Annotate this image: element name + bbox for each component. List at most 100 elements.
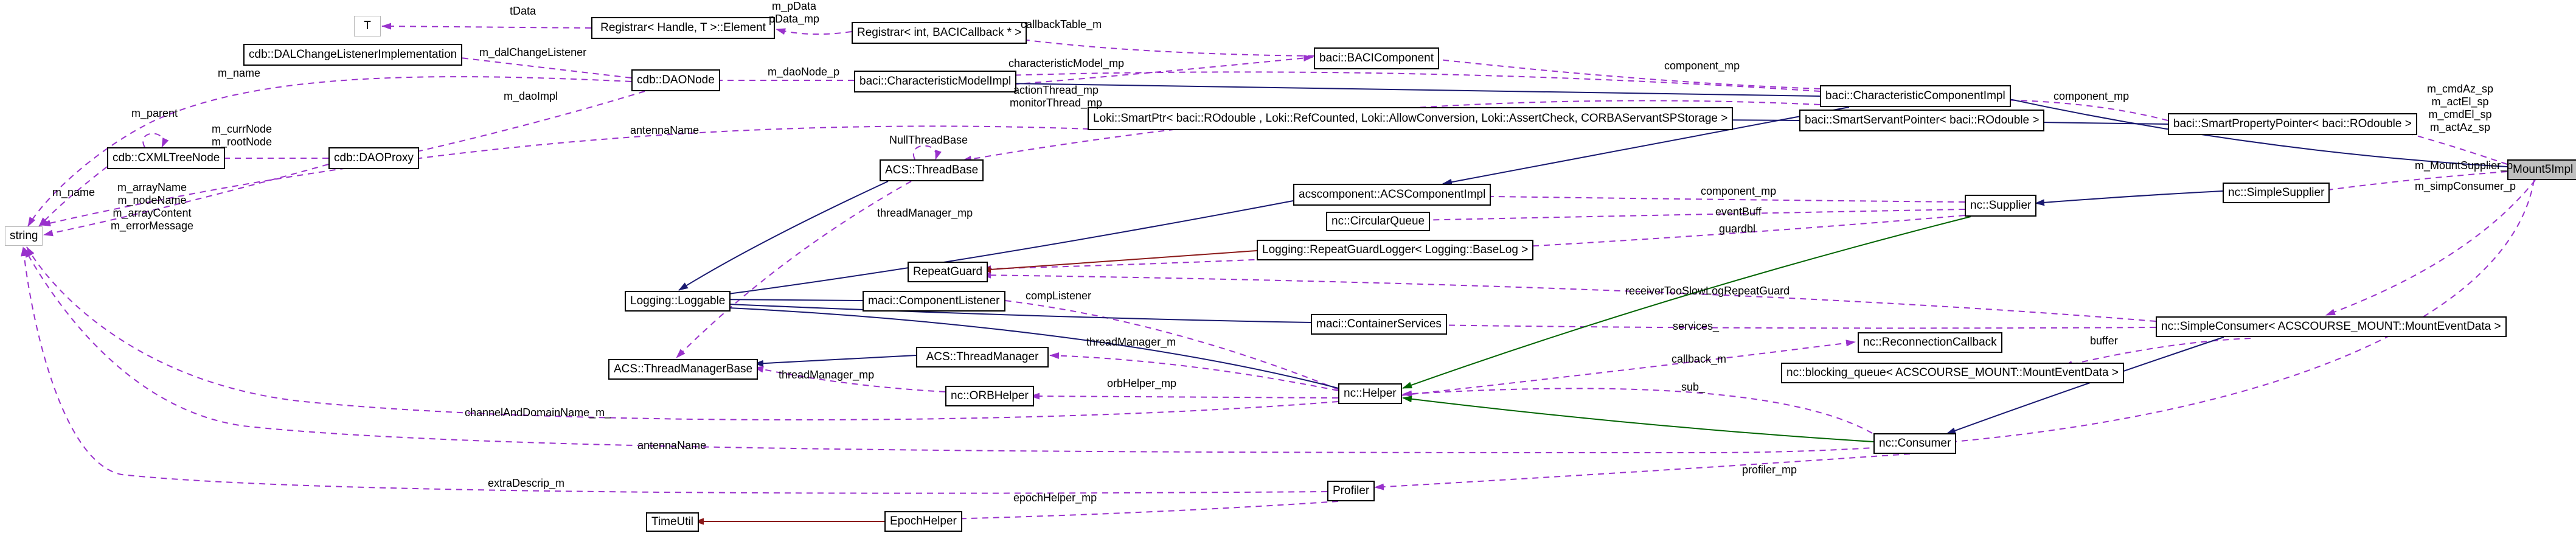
class-node-component-listener[interactable]: maci::ComponentListener xyxy=(863,291,1005,312)
edge-helper-to-loggable xyxy=(715,304,1339,389)
class-node-consumer[interactable]: nc::Consumer xyxy=(1873,433,1957,454)
edge-dao-node-to-string xyxy=(27,76,632,227)
class-node-label: baci::CharacteristicModelImpl xyxy=(859,75,1012,88)
edge-mount5impl-to-char-comp xyxy=(1992,94,2508,167)
edge-consumer-to-helper xyxy=(1402,388,1873,434)
edge-mount5impl-to-simple-consumer xyxy=(2325,179,2536,316)
edge-label-extraDescrip_m: extraDescrip_m xyxy=(488,477,565,489)
edge-label-receiverTooSlowLogRepeatGuard: receiverTooSlowLogRepeatGuard xyxy=(1625,285,1790,297)
class-node-loggable[interactable]: Logging::Loggable xyxy=(625,291,731,312)
class-node-blocking-queue[interactable]: nc::blocking_queue< ACSCOURSE_MOUNT::Mou… xyxy=(1781,363,2124,383)
class-node-smart-servant[interactable]: baci::SmartServantPointer< baci::ROdoubl… xyxy=(1799,110,2045,131)
class-node-string[interactable]: string xyxy=(5,226,43,246)
edge-helper-to-string xyxy=(26,246,1339,420)
edge-mount5impl-to-string xyxy=(24,179,2535,454)
edge-repeat-guard-logger-to-repeat-guard xyxy=(981,250,1257,273)
edge-label-callback_m: callback_m xyxy=(1672,353,1727,365)
class-node-label: RepeatGuard xyxy=(913,265,983,278)
class-node-supplier[interactable]: nc::Supplier xyxy=(1965,195,2037,217)
class-node-orb-helper[interactable]: nc::ORBHelper xyxy=(945,386,1034,406)
class-node-label: baci::SmartServantPointer< baci::ROdoubl… xyxy=(1805,114,2040,127)
edge-label-m_daoImpl: m_daoImpl xyxy=(504,90,558,102)
edge-helper-to-component-listener xyxy=(984,296,1339,390)
edge-label-m_name: m_name xyxy=(52,186,95,198)
edge-label-antennaName: antennaName xyxy=(637,439,707,451)
class-node-thread-base[interactable]: ACS::ThreadBase xyxy=(880,159,984,181)
edge-simple-consumer-to-container-services xyxy=(1426,321,2156,329)
edge-label-m_dalChangeListener: m_dalChangeListener xyxy=(479,46,587,58)
edge-label-m_daoNode_p: m_daoNode_p xyxy=(768,66,840,78)
class-node-dal-change-listener[interactable]: cdb::DALChangeListenerImplementation xyxy=(243,44,463,66)
class-node-char-model[interactable]: baci::CharacteristicModelImpl xyxy=(854,71,1017,92)
class-node-label: nc::Supplier xyxy=(1970,199,2032,212)
class-node-epoch-helper[interactable]: EpochHelper xyxy=(884,511,962,532)
edge-label-guardbl: guardbl xyxy=(1719,223,1756,235)
class-node-repeat-guard-logger[interactable]: Logging::RepeatGuardLogger< Logging::Bas… xyxy=(1257,240,1534,260)
class-node-label: cdb::CXMLTreeNode xyxy=(113,152,220,164)
edge-thread-base-to-loggable xyxy=(678,181,889,291)
edge-label-m_simpConsumer_p: m_simpConsumer_p xyxy=(2415,180,2516,192)
edge-baci-component-to-registrar-int xyxy=(987,32,1314,57)
class-node-thread-manager-base[interactable]: ACS::ThreadManagerBase xyxy=(608,359,759,380)
class-node-mount5impl[interactable]: Mount5Impl xyxy=(2507,159,2576,180)
class-node-label: nc::Consumer xyxy=(1879,437,1951,450)
edge-profiler-to-epoch-helper xyxy=(946,501,1339,523)
class-node-cxml-tree-node[interactable]: cdb::CXMLTreeNode xyxy=(107,147,226,169)
class-node-smart-property[interactable]: baci::SmartPropertyPointer< baci::ROdoub… xyxy=(2168,113,2417,135)
edge-dao-node-to-dal-change-listener xyxy=(445,54,632,78)
edge-consumer-to-helper xyxy=(1402,395,1874,442)
class-node-label: ACS::ThreadBase xyxy=(885,164,979,176)
class-node-reconnection-callback[interactable]: nc::ReconnectionCallback xyxy=(1858,332,2002,353)
edge-helper-to-reconnection-callback xyxy=(1400,340,1856,396)
edge-registrar-element-to-t xyxy=(381,23,592,30)
class-node-label: maci::ContainerServices xyxy=(1316,318,1442,330)
edge-simple-consumer-to-consumer xyxy=(1946,336,2224,434)
edge-helper-to-orb-helper xyxy=(1030,392,1339,400)
class-node-acs-component-impl[interactable]: acscomponent::ACSComponentImpl xyxy=(1293,184,1491,206)
class-node-label: Logging::Loggable xyxy=(630,294,726,307)
class-node-t[interactable]: T xyxy=(354,16,381,37)
class-node-label: Registrar< Handle, T >::Element xyxy=(600,21,766,34)
edge-char-comp-to-char-model xyxy=(1003,80,1821,97)
edge-helper-to-thread-manager xyxy=(1049,352,1339,391)
class-node-label: baci::BACIComponent xyxy=(1319,52,1434,64)
edge-label-threadManager_m: threadManager_m xyxy=(1086,336,1176,348)
class-node-simple-consumer[interactable]: nc::SimpleConsumer< ACSCOURSE_MOUNT::Mou… xyxy=(2156,316,2507,337)
class-node-time-util[interactable]: TimeUtil xyxy=(646,512,699,532)
edge-label-component_mp: component_mp xyxy=(1701,185,1777,197)
class-node-registrar-int[interactable]: Registrar< int, BACICallback * > xyxy=(852,22,1027,44)
edge-label-eventBuff: eventBuff xyxy=(1715,206,1762,218)
edge-label-services_: services_ xyxy=(1673,320,1720,332)
class-node-loki-smartptr[interactable]: Loki::SmartPtr< baci::ROdouble , Loki::R… xyxy=(1088,107,1734,130)
class-node-helper[interactable]: nc::Helper xyxy=(1338,383,1402,404)
class-node-container-services[interactable]: maci::ContainerServices xyxy=(1311,314,1447,335)
edge-label-antennaName: antennaName xyxy=(630,124,700,136)
class-node-dao-proxy[interactable]: cdb::DAOProxy xyxy=(328,147,419,169)
class-node-repeat-guard[interactable]: RepeatGuard xyxy=(908,262,988,282)
edge-simple-consumer-to-repeat-guard xyxy=(981,271,2156,322)
class-node-thread-manager[interactable]: ACS::ThreadManager xyxy=(916,347,1049,368)
class-node-label: nc::CircularQueue xyxy=(1331,215,1425,228)
class-node-baci-component[interactable]: baci::BACIComponent xyxy=(1314,47,1439,69)
class-node-dao-node[interactable]: cdb::DAONode xyxy=(631,69,720,91)
class-node-label: T xyxy=(364,19,371,32)
class-node-label: nc::Helper xyxy=(1344,387,1397,400)
edge-supplier-to-acs-component-impl xyxy=(1451,192,1965,203)
edge-supplier-to-helper xyxy=(1402,216,1971,389)
edge-orb-helper-to-thread-manager-base xyxy=(754,366,946,392)
edge-label-orbHelper_mp: orbHelper_mp xyxy=(1107,377,1177,389)
class-node-label: Loki::SmartPtr< baci::ROdouble , Loki::R… xyxy=(1093,112,1728,125)
class-node-char-comp[interactable]: baci::CharacteristicComponentImpl xyxy=(1820,85,2011,107)
edge-label-component_mp: component_mp xyxy=(1664,60,1740,72)
edge-loki-smartptr-to-string xyxy=(41,125,1089,227)
class-node-profiler[interactable]: Profiler xyxy=(1327,481,1375,501)
edge-label-characteristicModel_mp: characteristicModel_mp xyxy=(1009,57,1125,69)
edge-mount5impl-to-smart-property xyxy=(2367,122,2508,165)
edge-label-threadManager_mp: threadManager_mp xyxy=(779,369,875,381)
class-node-circular-queue[interactable]: nc::CircularQueue xyxy=(1326,212,1431,231)
class-node-simple-supplier[interactable]: nc::SimpleSupplier xyxy=(2223,183,2330,203)
class-node-registrar-element[interactable]: Registrar< Handle, T >::Element xyxy=(591,17,775,39)
